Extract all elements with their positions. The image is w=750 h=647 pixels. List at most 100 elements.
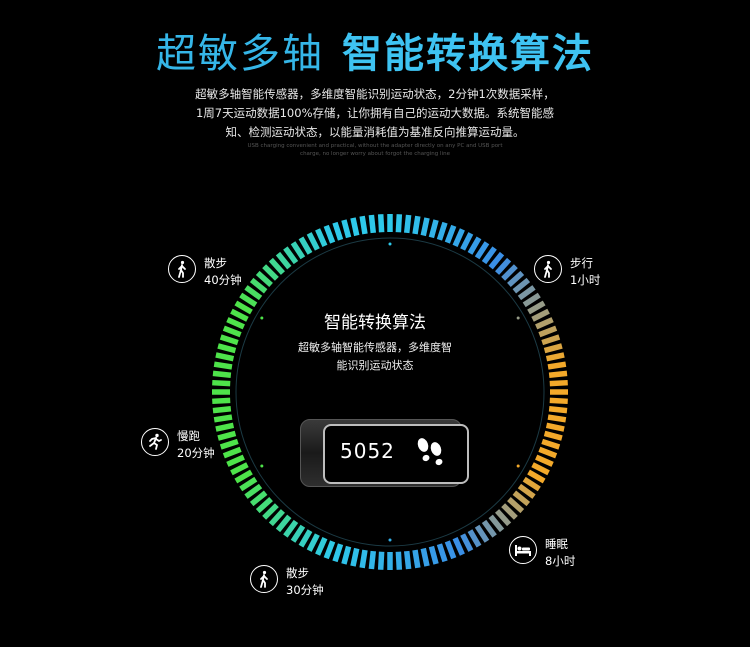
- ring-segment: [538, 446, 558, 459]
- activity-duration: 8小时: [545, 554, 576, 568]
- ring-segment: [512, 490, 531, 507]
- ring-marker-dot: [388, 242, 392, 246]
- ring-segment: [541, 334, 561, 346]
- ring-segment: [522, 476, 541, 492]
- ring-marker-dot: [516, 316, 520, 320]
- ring-segment: [290, 241, 306, 260]
- activity-duration: 1小时: [570, 273, 601, 287]
- activity-duration: 40分钟: [204, 273, 242, 287]
- ring-segment: [501, 264, 518, 281]
- walking-icon: [168, 255, 196, 283]
- ring-segment: [527, 469, 546, 484]
- ring-segment: [368, 214, 377, 234]
- ring-segment: [543, 343, 563, 354]
- description: 超敏多轴智能传感器，多维度智能识别运动状态，2分钟1次数据采样， 1周7天运动数…: [195, 85, 555, 142]
- ring-segment: [315, 537, 328, 556]
- ring-segment: [341, 219, 352, 239]
- bed-icon: [509, 536, 537, 564]
- ring-segment: [535, 454, 554, 467]
- ring-segment: [341, 545, 352, 565]
- ring-segment: [467, 529, 482, 548]
- ring-segment: [332, 221, 344, 241]
- ring-segment: [217, 343, 237, 354]
- ring-segment: [538, 325, 558, 338]
- title-bold: 智能转换算法: [342, 31, 594, 77]
- band-step-count: 5052: [340, 439, 395, 463]
- ring-segment: [474, 241, 490, 260]
- ring-segment: [460, 533, 474, 552]
- ring-segment: [444, 224, 457, 244]
- ring-segment: [359, 549, 368, 569]
- ring-segment: [226, 317, 245, 330]
- ring-segment: [298, 529, 313, 548]
- ring-segment: [452, 537, 465, 556]
- ring-segment: [234, 469, 253, 484]
- ring-segment: [239, 292, 258, 308]
- ring-segment: [230, 462, 249, 476]
- activity-name: 步行: [570, 256, 593, 270]
- ring-segment: [244, 285, 263, 301]
- ring-segment: [290, 524, 306, 543]
- ring-segment: [350, 547, 360, 567]
- ring-segment: [549, 379, 568, 387]
- ring-segment: [549, 397, 568, 405]
- ring-segment: [527, 300, 546, 315]
- ring-segment: [488, 514, 505, 533]
- title-light: 超敏多轴: [156, 31, 324, 77]
- center-description: 超敏多轴智能传感器，多维度智 能识别运动状态: [295, 339, 455, 375]
- ring-segment: [212, 397, 231, 405]
- ring-segment: [377, 214, 385, 233]
- ring-segment: [275, 251, 292, 270]
- ring-segment: [545, 352, 565, 362]
- ring-segment: [420, 217, 430, 237]
- ring-segment: [306, 232, 320, 251]
- ring-segment: [543, 430, 563, 441]
- activity-duration: 30分钟: [286, 583, 324, 597]
- description-line: 超敏多轴智能传感器，多维度智能识别运动状态，2分钟1次数据采样，: [195, 87, 555, 101]
- ring-segment: [377, 551, 385, 570]
- ring-segment: [234, 300, 253, 315]
- center-title: 智能转换算法: [324, 313, 426, 333]
- ring-segment: [495, 257, 512, 275]
- band-screen: [323, 424, 469, 484]
- ring-inner-line: [235, 237, 545, 547]
- ring-segment: [249, 490, 268, 507]
- ring-segment: [395, 214, 403, 233]
- ring-segment: [212, 379, 231, 387]
- ring-segment: [428, 219, 439, 239]
- ring-segment: [522, 292, 541, 308]
- ring-segment: [412, 549, 421, 569]
- ring-segment: [268, 257, 285, 275]
- running-icon: [141, 428, 169, 456]
- ring-segment: [403, 550, 412, 570]
- ring-segment: [255, 270, 273, 287]
- ring-segment: [488, 251, 505, 270]
- ring-segment: [350, 217, 360, 237]
- ring-segment: [495, 509, 512, 527]
- ring-segment: [548, 370, 568, 379]
- ring-marker-dot: [516, 464, 520, 468]
- ring-segment: [323, 224, 336, 244]
- ring-segment: [222, 446, 242, 459]
- activity-name: 睡眠: [545, 537, 568, 551]
- ring-marker-dot: [388, 538, 392, 542]
- ring-segment: [512, 277, 531, 294]
- ring-segment: [403, 214, 412, 234]
- ring-segment: [531, 462, 550, 476]
- ring-segment: [474, 524, 490, 543]
- ring-segment: [213, 361, 233, 370]
- ring-segment: [323, 540, 336, 560]
- english-note: USB charging convenient and practical, w…: [235, 142, 515, 158]
- ring-segment: [547, 361, 567, 370]
- ring-segment: [436, 221, 448, 241]
- ring-segment: [230, 308, 249, 322]
- ring-segment: [444, 540, 457, 560]
- ring-segment: [255, 497, 273, 514]
- ring-segment: [395, 551, 403, 570]
- ring-segment: [239, 476, 258, 492]
- ring-segment: [212, 370, 232, 379]
- english-note-line: charge, no longer worry about forgot the…: [300, 151, 450, 157]
- page-title: 超敏多轴智能转换算法: [0, 28, 750, 80]
- center-description-line: 能识别运动状态: [336, 359, 414, 372]
- walking-icon: [534, 255, 562, 283]
